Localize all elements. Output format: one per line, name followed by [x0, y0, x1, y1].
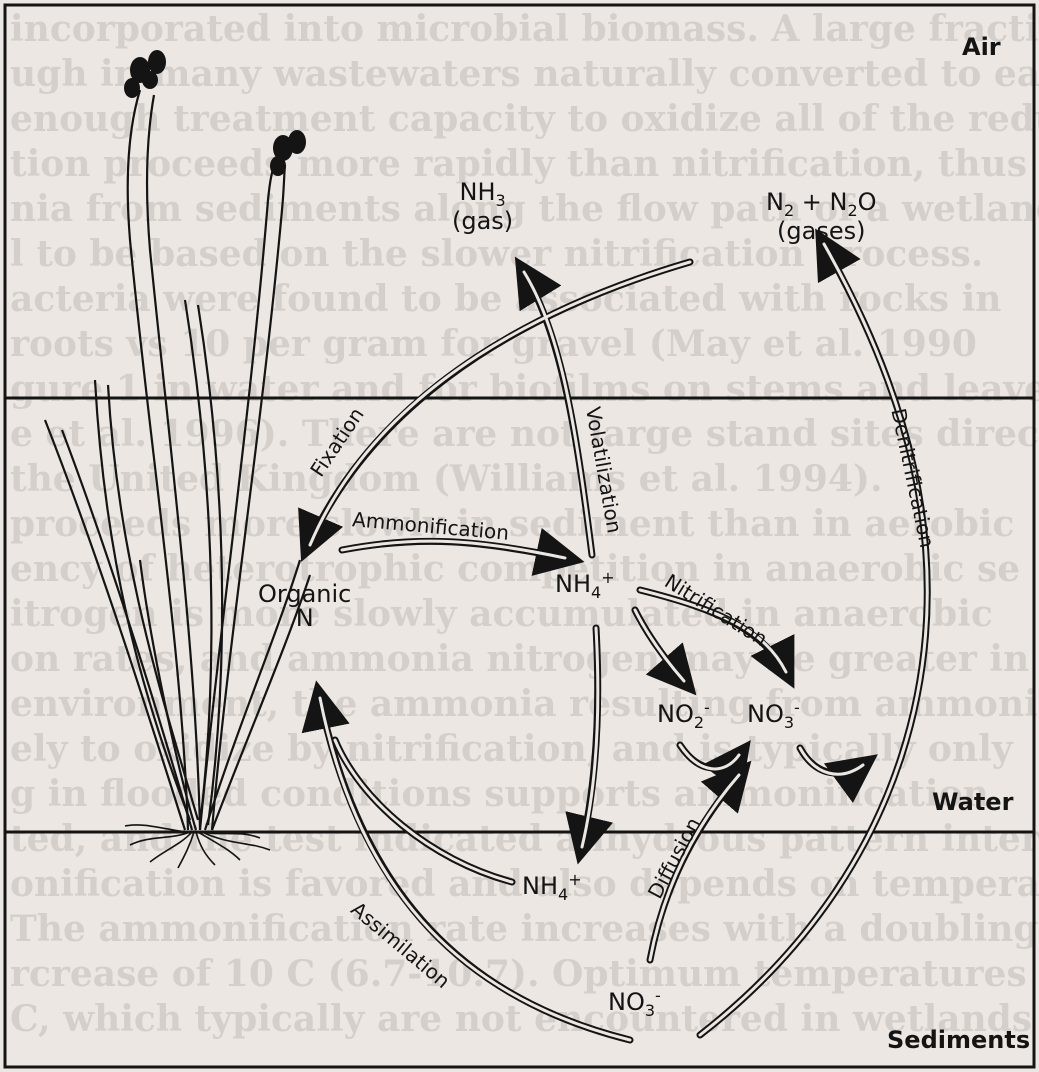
zone-label-air: Air — [962, 35, 1001, 59]
diagram-border — [5, 5, 1034, 1067]
n2-n2o-gases-label: N2 + N2O (gases) — [766, 190, 877, 243]
denitrification-arrow — [700, 237, 927, 1035]
organic-n-label: Organic N — [258, 582, 351, 630]
sed-nh4-assimilation-arrow — [335, 740, 512, 882]
zone-label-sediments: Sediments — [887, 1028, 1030, 1052]
no3-sediment-label: NO3- — [608, 988, 661, 1019]
arrow-outlines — [305, 237, 927, 1040]
zone-label-water: Water — [932, 790, 1013, 814]
nh3-gas-label: NH3 (gas) — [452, 180, 513, 233]
nh4-water-label: NH4+ — [555, 570, 615, 601]
arrow-fills — [310, 244, 927, 1040]
assimilation-arrow — [318, 690, 630, 1040]
no2-label: NO2- — [657, 700, 710, 731]
nh4-sediment-label: NH4+ — [522, 872, 582, 903]
wetland-plant — [45, 90, 310, 830]
no3-water-label: NO3- — [747, 700, 800, 731]
